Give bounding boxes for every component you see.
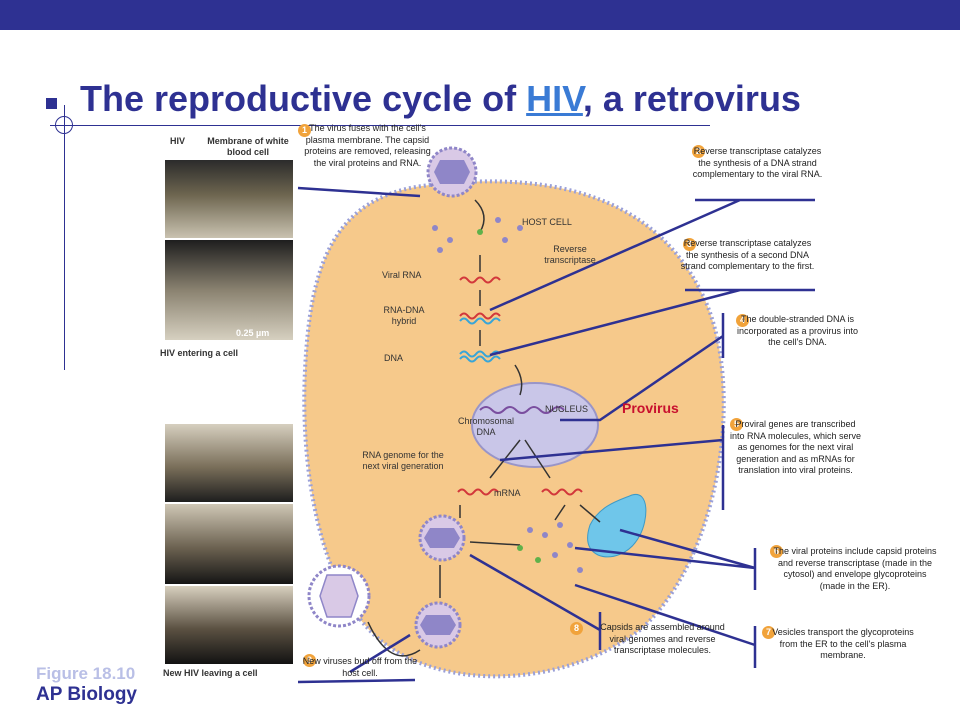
nucleus-label: NUCLEUS: [545, 404, 589, 414]
hiv-link[interactable]: HIV: [526, 78, 583, 119]
step-badge-4: 4: [736, 314, 749, 327]
arrow-8: [554, 504, 566, 521]
leader-7: [574, 583, 757, 668]
photo-caption-leaving: New HIV leaving a cell: [163, 668, 258, 678]
course-label: AP Biology: [36, 684, 137, 705]
leader-2: [489, 198, 815, 312]
figure-label: Figure 18.10: [36, 664, 136, 683]
photo-label-hiv: HIV: [170, 136, 186, 146]
step-badge-1: 1: [298, 124, 311, 137]
chromosomal-dna-label: Chromosomal DNA: [457, 416, 515, 437]
photo-entering-1: [165, 160, 293, 238]
mrna-strand-right: [541, 488, 583, 496]
reverse-transcriptase-label: Reverse transcriptase: [544, 244, 596, 265]
host-cell-label: HOST CELL: [522, 217, 572, 227]
arrow-10: [469, 541, 521, 546]
leader-3: [489, 288, 815, 357]
horizontal-rule: [50, 125, 710, 126]
rna-dna-hybrid-label: RNA-DNA hybrid: [383, 305, 425, 326]
step-badge-2: 2: [692, 145, 705, 158]
provirus-label: Provirus: [622, 400, 679, 416]
step-caption-6: The viral proteins include capsid protei…: [773, 546, 937, 591]
step-caption-5: Proviral genes are transcribed into RNA …: [729, 419, 862, 475]
title-suffix: , a retrovirus: [582, 78, 801, 119]
step-caption-9: New viruses bud off from the host cell.: [302, 656, 418, 678]
step-badge-7: 7: [762, 626, 775, 639]
arrow-4: [514, 364, 523, 396]
step-caption-7: Vesicles transport the glycoproteins fro…: [772, 627, 914, 660]
viral-rna-label: Viral RNA: [382, 270, 422, 280]
photo-caption-entering: HIV entering a cell: [160, 348, 239, 358]
step-caption-2: Reverse transcriptase catalyzes the synt…: [692, 146, 823, 179]
page-title: The reproductive cycle of HIV, a retrovi…: [80, 78, 801, 120]
leader-6: [574, 528, 757, 590]
leader-4: [560, 313, 725, 422]
scale-bar-label: 0.25 µm: [236, 328, 270, 338]
rna-genome-label: RNA genome for the next viral generation: [362, 450, 444, 471]
vertical-rule: [64, 105, 65, 370]
rule-circle: [55, 116, 73, 134]
arrow-12: [367, 621, 421, 657]
chromosomal-dna-strand: [479, 406, 565, 414]
leader-1: [297, 186, 421, 198]
photo-leaving-1: [165, 424, 293, 502]
nucleus: [471, 382, 599, 468]
mrna-strand-left: [457, 488, 499, 496]
step-caption-8: Capsids are assembled around viral genom…: [600, 622, 725, 655]
step-caption-1: The virus fuses with the cell's plasma m…: [304, 123, 431, 168]
photo-leaving-3: [165, 586, 293, 664]
viral-rna-strand: [459, 276, 501, 284]
photo-leaving-2: [165, 504, 293, 584]
step-badge-9: 9: [303, 654, 316, 667]
budding-virus-bottom: [414, 601, 462, 649]
title-bullet: [46, 98, 57, 109]
budding-virus-left: [418, 514, 466, 562]
entering-virus: [426, 146, 478, 198]
photo-entering-2: [165, 240, 293, 340]
leader-5: [499, 425, 725, 510]
step-badge-5: 5: [730, 418, 743, 431]
released-virus: [307, 564, 371, 628]
hybrid-strand-rna: [459, 312, 501, 320]
title-prefix: The reproductive cycle of: [80, 78, 527, 119]
mrna-label: mRNA: [494, 488, 521, 498]
arrow-6: [524, 439, 551, 479]
step-badge-6: 6: [770, 545, 783, 558]
step-badge-3: 3: [683, 238, 696, 251]
step-caption-3: Reverse transcriptase catalyzes the synt…: [680, 238, 815, 271]
hybrid-strand-dna: [459, 317, 501, 325]
leader-8: [469, 553, 602, 650]
arrow-9: [579, 504, 601, 523]
step-badge-8: 8: [570, 622, 583, 635]
photo-label-membrane: Membrane of white blood cell: [207, 136, 289, 157]
step-caption-4: The double-stranded DNA is incorporated …: [736, 314, 859, 347]
top-bar: [0, 0, 960, 30]
dna-strand-2: [459, 355, 501, 363]
arrow-13: [474, 199, 485, 233]
leader-9: [297, 633, 416, 684]
dna-label: DNA: [384, 353, 404, 363]
